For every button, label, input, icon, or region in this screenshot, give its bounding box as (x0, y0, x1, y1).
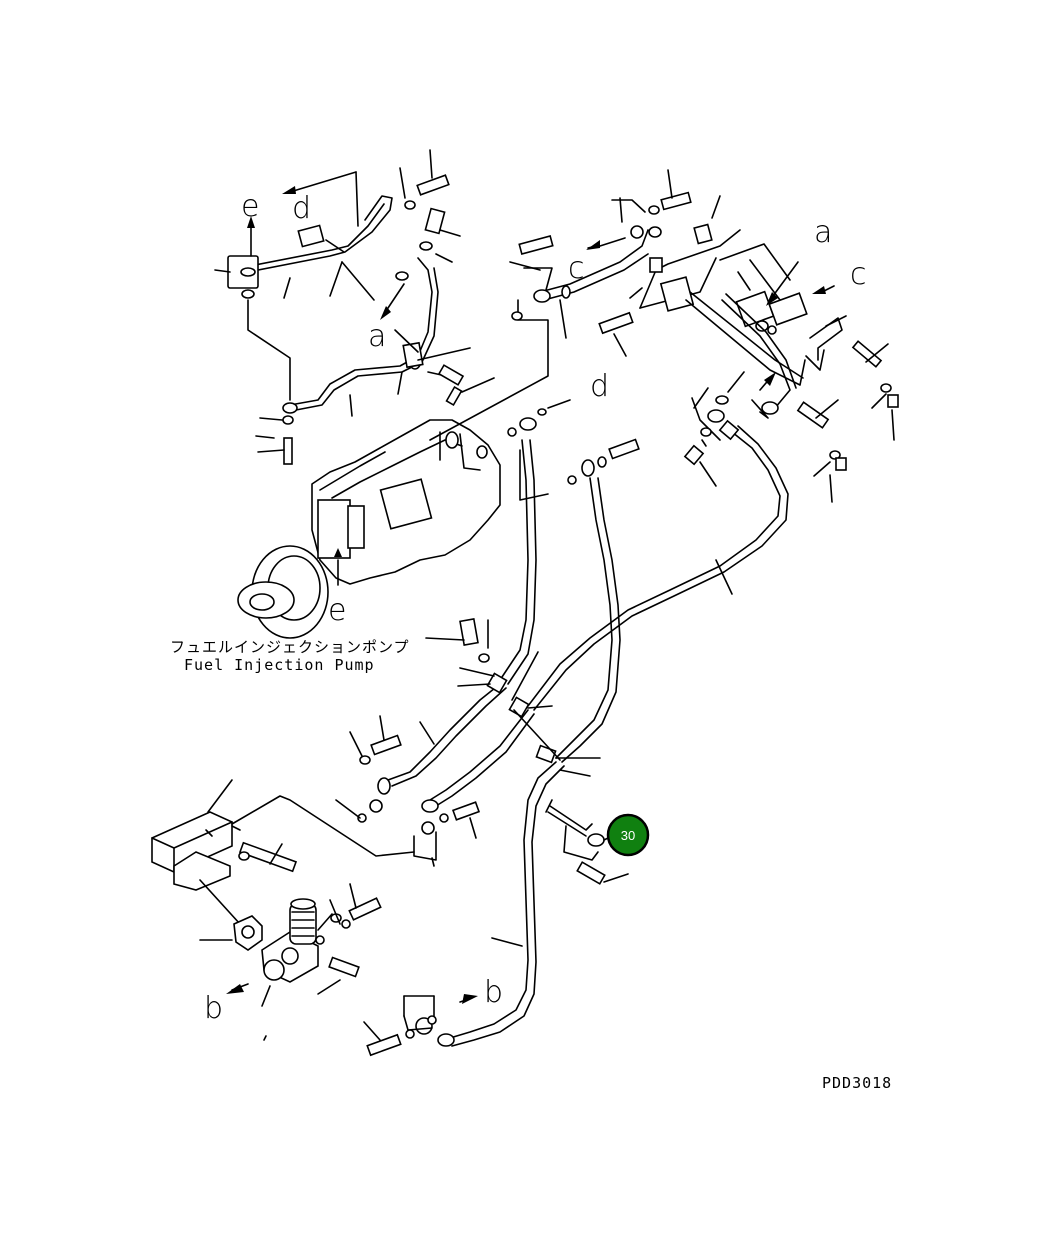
ref-letter-a-right: a (814, 215, 832, 250)
callout-30[interactable]: 30 (606, 813, 650, 857)
top-right-assembly (715, 243, 899, 503)
feed-pump-assembly (151, 779, 415, 1041)
ref-letter-c-right: c (850, 257, 867, 292)
caption-japanese: フュエルインジェクションポンプ (170, 638, 410, 656)
clamp-item-30 (545, 799, 629, 885)
ref-letter-d-mid: d (590, 369, 609, 404)
ref-letter-b-bottom: b (484, 975, 503, 1010)
top-center-pipe-c (509, 169, 806, 386)
lower-pipe-b (363, 761, 565, 1057)
fuel-injection-pump (237, 299, 549, 639)
caption-english: Fuel Injection Pump (184, 656, 375, 674)
ref-letter-b-left: b (204, 991, 223, 1026)
ref-letter-c-top: c (568, 251, 585, 286)
callout-circle[interactable] (606, 813, 650, 857)
reference-letters: e d c a a c d e b b (204, 189, 867, 1026)
ref-letter-a-left: a (368, 319, 386, 354)
right-long-pipe (527, 387, 789, 711)
top-left-pipe-assembly (214, 149, 495, 465)
drawing-code: PDD3018 (822, 1074, 892, 1092)
ref-letter-d-top: d (292, 191, 311, 226)
center-pipes (335, 399, 640, 867)
callout-label[interactable]: 30 (621, 828, 635, 843)
ref-letter-e-top: e (241, 189, 259, 224)
ref-letter-e-bottom: e (328, 593, 346, 628)
